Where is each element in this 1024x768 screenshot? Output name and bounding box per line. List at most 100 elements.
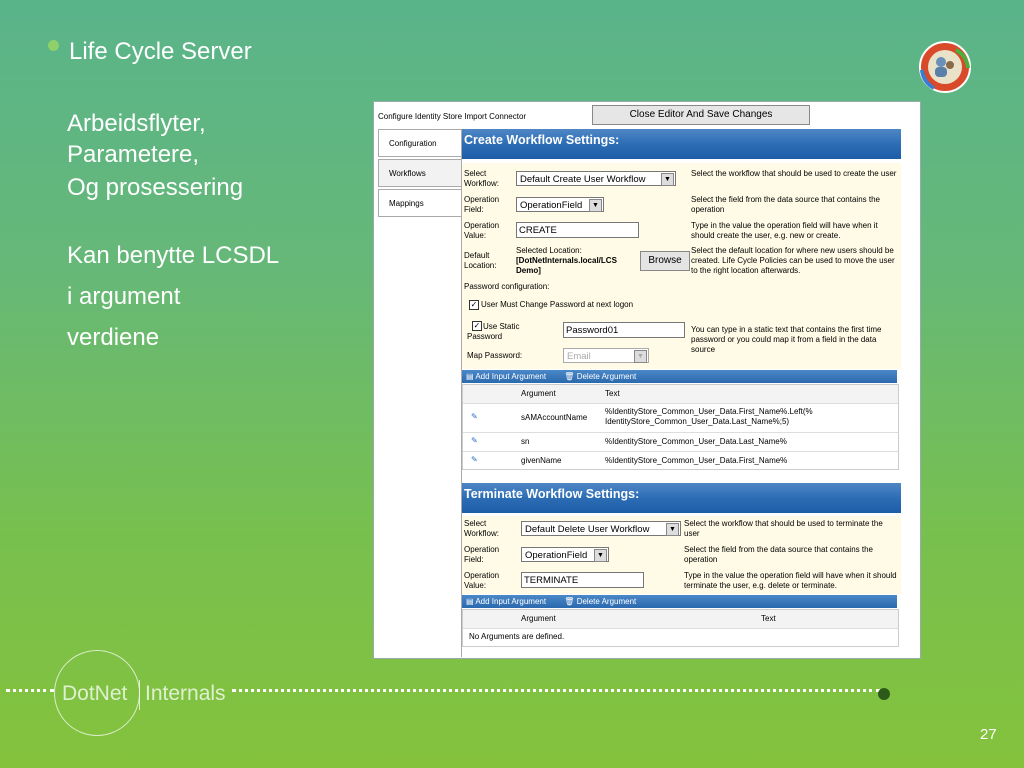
chevron-down-icon: ▼ <box>589 199 602 212</box>
chevron-down-icon: ▼ <box>666 523 679 536</box>
delete-argument-label: Delete Argument <box>576 597 637 606</box>
chevron-down-icon: ▼ <box>594 549 607 562</box>
footer-dotted-line <box>232 689 880 698</box>
bullet-dot-icon <box>48 40 59 51</box>
grid-header-row: Argument Text <box>463 385 898 404</box>
tab-mappings[interactable]: Mappings <box>378 189 461 217</box>
must-change-password-checkbox[interactable]: ✓ <box>469 300 479 310</box>
terminate-select-workflow-help: Select the workflow that should be used … <box>684 519 883 538</box>
argument-cell: sAMAccountName <box>521 413 588 422</box>
bullet-item: verdiene <box>67 324 160 351</box>
create-operation-field-help: Select the field from the data source th… <box>691 195 880 214</box>
add-input-argument-label: Add Input Argument <box>475 372 547 381</box>
browse-location-button[interactable]: Browse <box>640 251 690 271</box>
argument-cell: sn <box>521 437 530 446</box>
terminate-operation-field-value: OperationField <box>525 550 588 561</box>
text-cell: %IdentityStore_Common_User_Data.First_Na… <box>605 407 813 426</box>
use-static-password-label: Use Static Password <box>467 322 520 341</box>
create-operation-value-label: Operation Value: <box>464 221 500 240</box>
footer-end-dot <box>878 688 890 700</box>
edit-pencil-icon[interactable]: ✎ <box>471 412 478 421</box>
internals-logo-text: Internals <box>145 682 226 706</box>
table-row[interactable]: ✎ sn %IdentityStore_Common_User_Data.Las… <box>463 433 898 452</box>
brand-separator <box>139 680 140 710</box>
close-editor-button[interactable]: Close Editor And Save Changes <box>592 105 810 125</box>
terminate-operation-value-label: Operation Value: <box>464 571 500 590</box>
slide-title: Life Cycle Server <box>48 38 252 66</box>
empty-row: No Arguments are defined. <box>463 629 898 645</box>
password-config-label: Password configuration: <box>464 282 550 291</box>
column-header-text: Text <box>605 389 620 398</box>
default-location-label: Default Location: <box>464 251 497 270</box>
create-operation-field-label: Operation Field: <box>464 195 500 214</box>
add-input-argument-label: Add Input Argument <box>475 597 547 606</box>
bullet-item: Og prosessering <box>67 174 244 201</box>
selected-location-value: [DotNetInternals.local/LCS Demo] <box>516 256 617 275</box>
create-select-workflow-help: Select the workflow that should be used … <box>691 169 897 178</box>
text-cell: %IdentityStore_Common_User_Data.Last_Nam… <box>605 437 787 446</box>
edit-pencil-icon[interactable]: ✎ <box>471 436 478 445</box>
bullet-list: Arbeidsflyter, Parametere, Og prosesseri… <box>67 108 279 353</box>
add-input-argument-button[interactable]: ▤ Add Input Argument <box>466 372 547 381</box>
create-operation-field-select[interactable]: OperationField ▼ <box>516 197 604 212</box>
map-password-value: Email <box>567 351 591 362</box>
map-password-select[interactable]: Email ▼ <box>563 348 649 363</box>
bullet-item: Parametere, <box>67 141 200 168</box>
table-row[interactable]: ✎ givenName %IdentityStore_Common_User_D… <box>463 452 898 470</box>
column-header-argument: Argument <box>521 614 556 623</box>
terminate-operation-field-help: Select the field from the data source th… <box>684 545 873 564</box>
terminate-argument-toolbar: ▤ Add Input Argument 🗑 Delete Argument <box>462 595 897 608</box>
bullet-item: Arbeidsflyter, <box>67 110 206 137</box>
footer-dotted-line <box>6 689 54 698</box>
editor-tabs: Configuration Workflows Mappings <box>378 129 461 219</box>
lifecycle-logo-icon <box>919 41 971 93</box>
delete-argument-button[interactable]: 🗑 Delete Argument <box>564 372 637 381</box>
chevron-down-icon: ▼ <box>634 350 647 363</box>
chevron-down-icon: ▼ <box>661 173 674 186</box>
add-input-argument-button[interactable]: ▤ Add Input Argument <box>466 597 547 606</box>
default-location-help: Select the default location for where ne… <box>691 246 895 275</box>
create-workflow-select-value: Default Create User Workflow <box>520 174 646 185</box>
create-operation-value-input[interactable]: CREATE <box>516 222 639 238</box>
create-argument-toolbar: ▤ Add Input Argument 🗑 Delete Argument <box>462 370 897 383</box>
use-static-password-checkbox[interactable]: ✓ <box>472 321 482 331</box>
workflows-panel: Create Workflow Settings: Select Workflo… <box>461 129 904 657</box>
edit-pencil-icon[interactable]: ✎ <box>471 455 478 464</box>
column-header-argument: Argument <box>521 389 556 398</box>
bullet-item: i argument <box>67 283 181 310</box>
tab-workflows[interactable]: Workflows <box>378 159 461 187</box>
terminate-operation-field-label: Operation Field: <box>464 545 500 564</box>
create-workflow-heading: Create Workflow Settings: <box>462 129 901 159</box>
static-password-input[interactable]: Password01 <box>563 322 685 338</box>
dotnet-logo-text: DotNet <box>62 682 127 706</box>
no-arguments-text: No Arguments are defined. <box>469 632 565 641</box>
slide-title-text: Life Cycle Server <box>69 38 252 65</box>
terminate-select-workflow-label: Select Workflow: <box>464 519 499 538</box>
tab-configuration[interactable]: Configuration <box>378 129 461 157</box>
terminate-operation-value-help: Type in the value the operation field wi… <box>684 571 897 590</box>
connector-editor-screenshot: Configure Identity Store Import Connecto… <box>373 101 921 659</box>
delete-argument-label: Delete Argument <box>576 372 637 381</box>
static-password-help: You can type in a static text that conta… <box>691 325 882 354</box>
selected-location-label: Selected Location: <box>516 246 582 255</box>
create-operation-field-value: OperationField <box>520 200 583 211</box>
brand-left: DotNet <box>62 682 128 705</box>
column-header-text: Text <box>761 614 776 623</box>
terminate-operation-field-select[interactable]: OperationField ▼ <box>521 547 609 562</box>
create-select-workflow-label: Select Workflow: <box>464 169 499 188</box>
create-operation-value-help: Type in the value the operation field wi… <box>691 221 878 240</box>
brand-right: Internals <box>145 682 226 705</box>
bullet-item: Kan benytte LCSDL <box>67 242 280 269</box>
page-number: 27 <box>980 726 997 743</box>
create-workflow-select[interactable]: Default Create User Workflow ▼ <box>516 171 676 186</box>
terminate-operation-value-input[interactable]: TERMINATE <box>521 572 644 588</box>
grid-header-row: Argument Text <box>463 610 898 629</box>
map-password-label: Map Password: <box>467 351 523 360</box>
editor-window-title: Configure Identity Store Import Connecto… <box>378 112 527 121</box>
terminate-workflow-heading: Terminate Workflow Settings: <box>462 483 901 513</box>
terminate-workflow-select[interactable]: Default Delete User Workflow▼ <box>521 521 681 536</box>
create-arguments-grid: Argument Text ✎ sAMAccountName %Identity… <box>462 384 899 470</box>
delete-argument-button[interactable]: 🗑 Delete Argument <box>564 597 637 606</box>
terminate-arguments-grid: Argument Text No Arguments are defined. <box>462 609 899 647</box>
table-row[interactable]: ✎ sAMAccountName %IdentityStore_Common_U… <box>463 404 898 433</box>
